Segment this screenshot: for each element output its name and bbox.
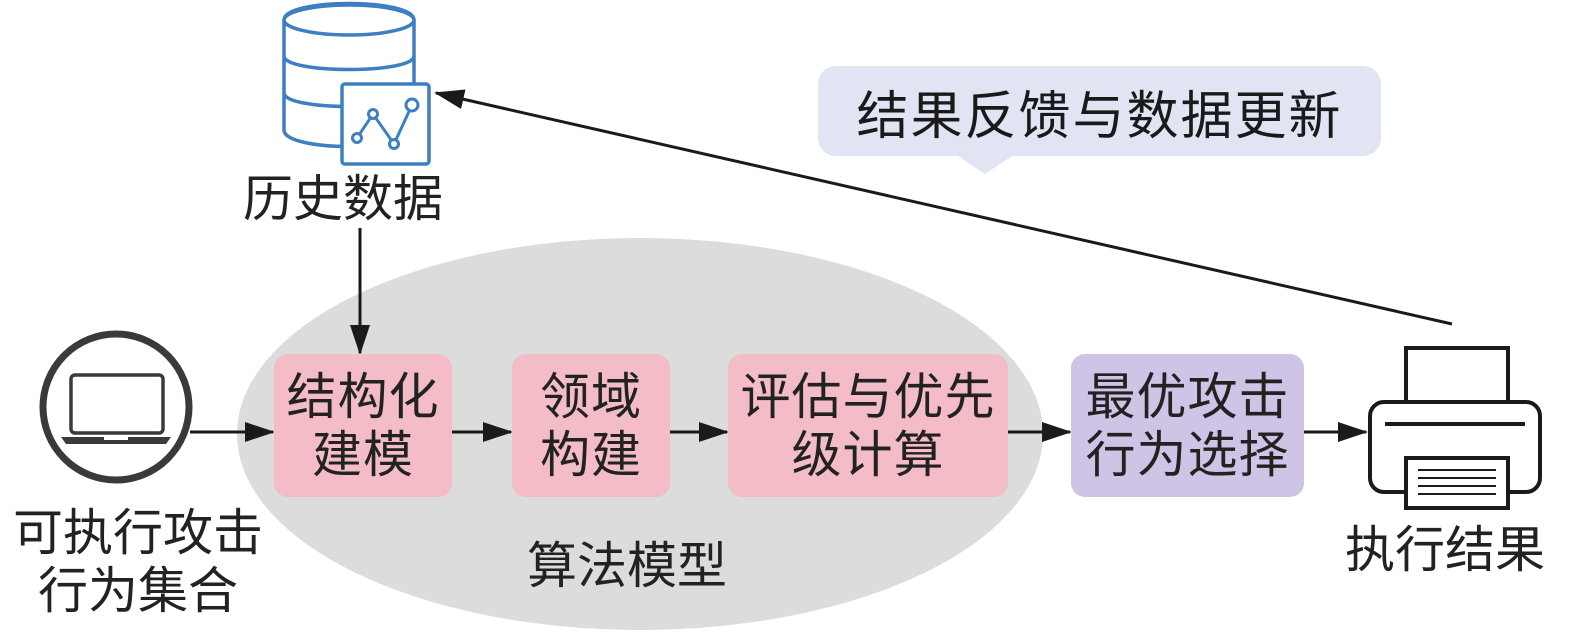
step-line: 领域: [540, 367, 642, 426]
feedback-bubble: 结果反馈与数据更新: [818, 66, 1381, 156]
input-label: 可执行攻击 行为集合: [0, 504, 276, 620]
step-domain-construction: 领域 构建: [512, 354, 670, 497]
input-label-line: 可执行攻击: [13, 504, 263, 562]
step-evaluation-priority: 评估与优先 级计算: [728, 354, 1008, 497]
feedback-label: 结果反馈与数据更新: [856, 86, 1343, 147]
step-line: 最优攻击: [1085, 367, 1290, 426]
history-data-label: 历史数据: [243, 170, 443, 228]
algorithm-model-label: 算法模型: [527, 537, 727, 595]
execution-result-label: 执行结果: [1345, 521, 1545, 579]
step-line: 行为选择: [1085, 425, 1290, 484]
input-label-line: 行为集合: [38, 562, 238, 620]
feedback-bubble-tail: [955, 154, 1015, 174]
step-structured-modeling: 结构化 建模: [274, 354, 452, 497]
step-line: 级计算: [791, 425, 945, 484]
step-line: 建模: [312, 425, 414, 484]
step-line: 结构化: [286, 367, 440, 426]
step-line: 评估与优先: [740, 367, 996, 426]
step-line: 构建: [540, 425, 642, 484]
arrow-result-feedback: [434, 89, 1453, 326]
step-optimal-attack-selection: 最优攻击 行为选择: [1071, 354, 1304, 497]
